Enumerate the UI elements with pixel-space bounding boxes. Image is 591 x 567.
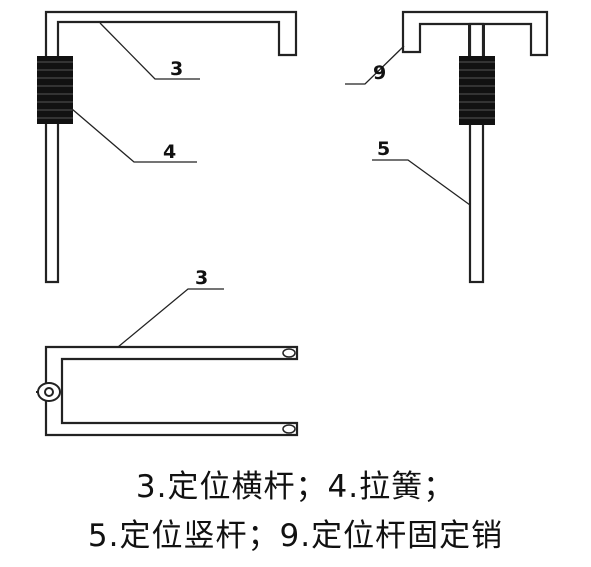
leader-line-bottom: [117, 288, 224, 348]
tension-spring-4: [37, 56, 73, 124]
caption-line-2: 5.定位竖杆；9.定位杆固定销: [87, 518, 504, 554]
label-3-top: 3: [170, 58, 183, 80]
structure-diagram: 3 4 9 5: [36, 10, 549, 437]
label-9: 9: [373, 62, 386, 84]
label-4: 4: [163, 141, 176, 163]
tension-spring-right: [459, 56, 495, 125]
label-5: 5: [377, 138, 390, 160]
top-left-assembly: [44, 10, 298, 284]
end-hole-top: [282, 348, 296, 358]
horizontal-bar-3: [44, 10, 298, 284]
caption-line-1: 3.定位横杆；4.拉簧；: [135, 469, 456, 505]
bottom-assembly: [44, 345, 299, 437]
top-right-assembly: [401, 10, 549, 284]
bracket-frame: [44, 345, 299, 437]
fixing-pin-knob: [36, 382, 61, 402]
label-3-bottom: 3: [195, 267, 208, 289]
end-hole-bottom: [282, 424, 296, 434]
leader-lines-top-right: [345, 45, 471, 206]
pin-rods: [468, 24, 485, 56]
leader-lines-top-left: [71, 22, 200, 163]
frame-with-pin-9: [401, 10, 549, 57]
